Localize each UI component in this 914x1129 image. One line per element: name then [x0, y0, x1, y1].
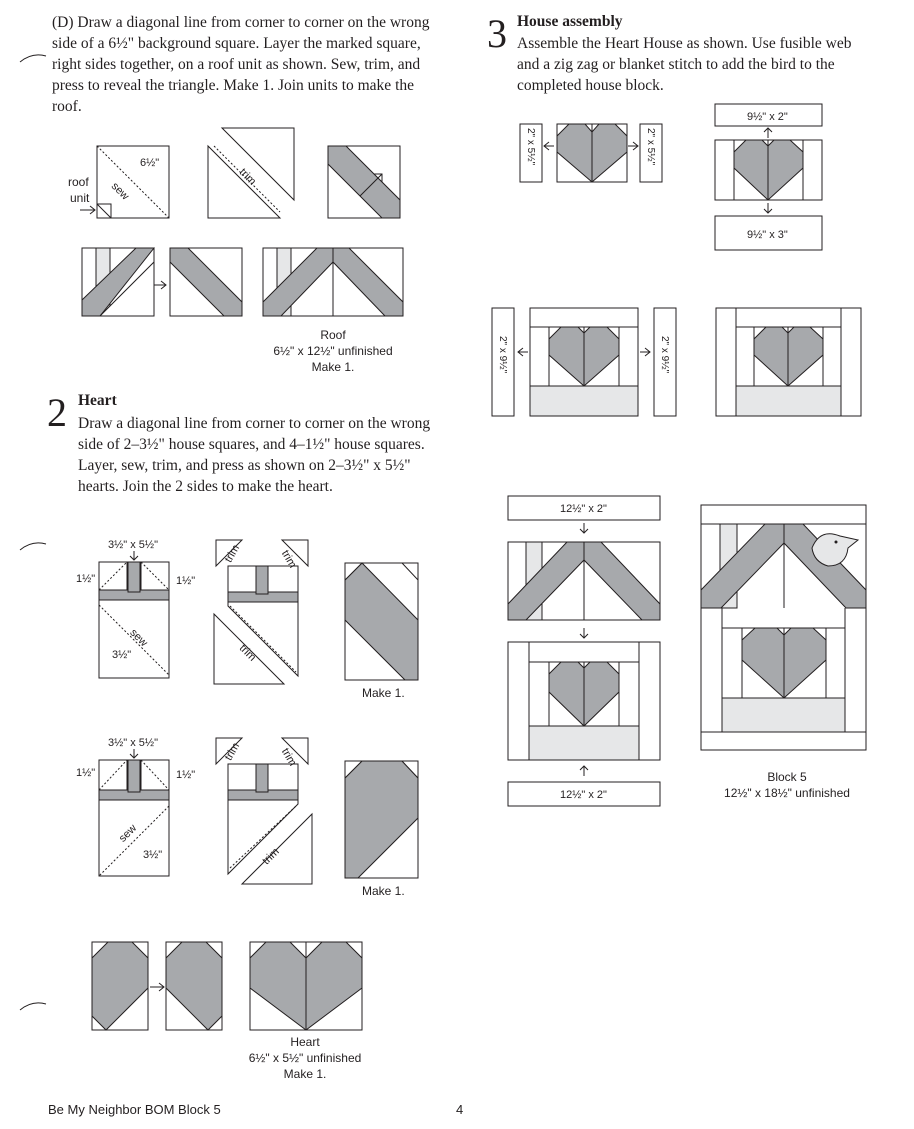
footer-title: Be My Neighbor BOM Block 5	[48, 1102, 221, 1117]
roof-unit-left	[81, 247, 156, 317]
step-d-instructions: (D) Draw a diagonal line from corner to …	[52, 14, 430, 115]
heart2-make-label: Make 1.	[362, 884, 405, 898]
roof-caption-size: 6½" x 12½" unfinished	[273, 344, 393, 358]
heart-side-finished-1: Make 1.	[344, 562, 419, 700]
heart-join-left-b	[165, 941, 223, 1031]
heart-joined	[249, 941, 363, 1031]
block5-caption: Block 5 12½" x 18½" unfinished	[712, 769, 862, 801]
roof-unit-label-roof: roof	[68, 175, 89, 189]
roof-unit-label-unit: unit	[70, 191, 90, 205]
assembly-heart-with-sides	[714, 139, 823, 201]
roof-pressed-square	[327, 145, 401, 219]
strip-95x3-label: 9½" x 3"	[747, 229, 788, 241]
step-3-instructions: Assemble the Heart House as shown. Use f…	[517, 35, 852, 94]
binder-mark	[19, 542, 47, 551]
step-2-title: Heart	[78, 392, 117, 409]
heart-join-left-a	[91, 941, 149, 1031]
assembly-heart-unit	[556, 123, 628, 183]
heart2-size-label: 3½" x 5½"	[108, 737, 158, 749]
roof-joined	[262, 247, 404, 317]
strip-125x2-top-label: 12½" x 2"	[560, 503, 607, 515]
strip-2x95-right-label: 2" x 9½"	[659, 336, 670, 374]
strip-2x55-left-label: 2" x 5½"	[525, 128, 536, 166]
step-3-title: House assembly	[517, 13, 623, 30]
strip-95x2-label: 9½" x 2"	[747, 111, 788, 123]
step-2-instructions: Draw a diagonal line from corner to corn…	[78, 415, 431, 495]
heart-caption: Heart 6½" x 5½" unfinished Make 1.	[240, 1034, 370, 1082]
strip-2x55-right-label: 2" x 5½"	[645, 128, 656, 166]
heart-caption-make: Make 1.	[283, 1067, 327, 1081]
roof-trim-square: trim	[207, 127, 295, 219]
heart1-make-label: Make 1.	[362, 686, 405, 700]
assembly-strip-2x95-left: 2" x 9½"	[491, 307, 515, 417]
heart2-left-label: 1½"	[76, 767, 95, 779]
roof-caption: Roof 6½" x 12½" unfinished Make 1.	[268, 327, 398, 375]
assembly-strip-2x55-left: 2" x 5½"	[519, 123, 543, 183]
heart1-right-label: 1½"	[176, 575, 195, 587]
strip-125x2-bottom-label: 12½" x 2"	[560, 789, 607, 801]
heart2-35-label: 3½"	[143, 849, 162, 861]
roof-unit-right	[169, 247, 243, 317]
binder-mark	[19, 1002, 47, 1011]
heart-side-trim-1: trim trim trim	[213, 539, 309, 685]
heart1-size-label: 3½" x 5½"	[108, 539, 158, 551]
heart-side-marked-2: 3½" x 5½" 1½" 1½" sew 3½"	[76, 737, 195, 877]
assembly-heart-panel-complete	[715, 307, 862, 417]
block5-caption-size: 12½" x 18½" unfinished	[724, 786, 850, 800]
heart1-35-label: 3½"	[112, 649, 131, 661]
assembly-heart-panel	[529, 307, 639, 417]
roof-marked-square: 6½" sew roof unit	[68, 145, 170, 219]
heart-side-trim-2: trim trim trim	[215, 737, 313, 885]
assembly-house-body	[507, 641, 661, 761]
assembly-strip-2x95-right: 2" x 9½"	[653, 307, 677, 417]
heart-side-marked-1: 3½" x 5½" 1½" 1½" sew 3½"	[76, 539, 195, 679]
step-2-number: 2	[47, 390, 67, 435]
assembly-strip-125x2-bottom: 12½" x 2"	[507, 781, 661, 807]
strip-2x95-left-label: 2" x 9½"	[497, 336, 508, 374]
assembly-strip-95x3-bottom: 9½" x 3"	[714, 215, 823, 251]
heart1-left-label: 1½"	[76, 573, 95, 585]
heart-side-finished-2: Make 1.	[344, 760, 419, 898]
heart2-right-label: 1½"	[176, 769, 195, 781]
page-number: 4	[456, 1102, 464, 1117]
heart-caption-size: 6½" x 5½" unfinished	[248, 1051, 362, 1065]
step-3-number: 3	[487, 11, 507, 56]
bird-applique	[811, 533, 860, 567]
roof-caption-make: Make 1.	[311, 360, 355, 374]
roof-caption-title: Roof	[320, 328, 346, 342]
assembly-strip-95x2-top: 9½" x 2"	[714, 103, 823, 127]
finished-block-5	[700, 504, 867, 751]
binder-mark	[19, 54, 47, 63]
assembly-roof	[507, 541, 661, 621]
assembly-strip-2x55-right: 2" x 5½"	[639, 123, 663, 183]
roof-6half-label: 6½"	[140, 157, 159, 169]
assembly-strip-125x2-top: 12½" x 2"	[507, 495, 661, 521]
block5-caption-title: Block 5	[767, 770, 807, 784]
heart-caption-title: Heart	[290, 1035, 320, 1049]
